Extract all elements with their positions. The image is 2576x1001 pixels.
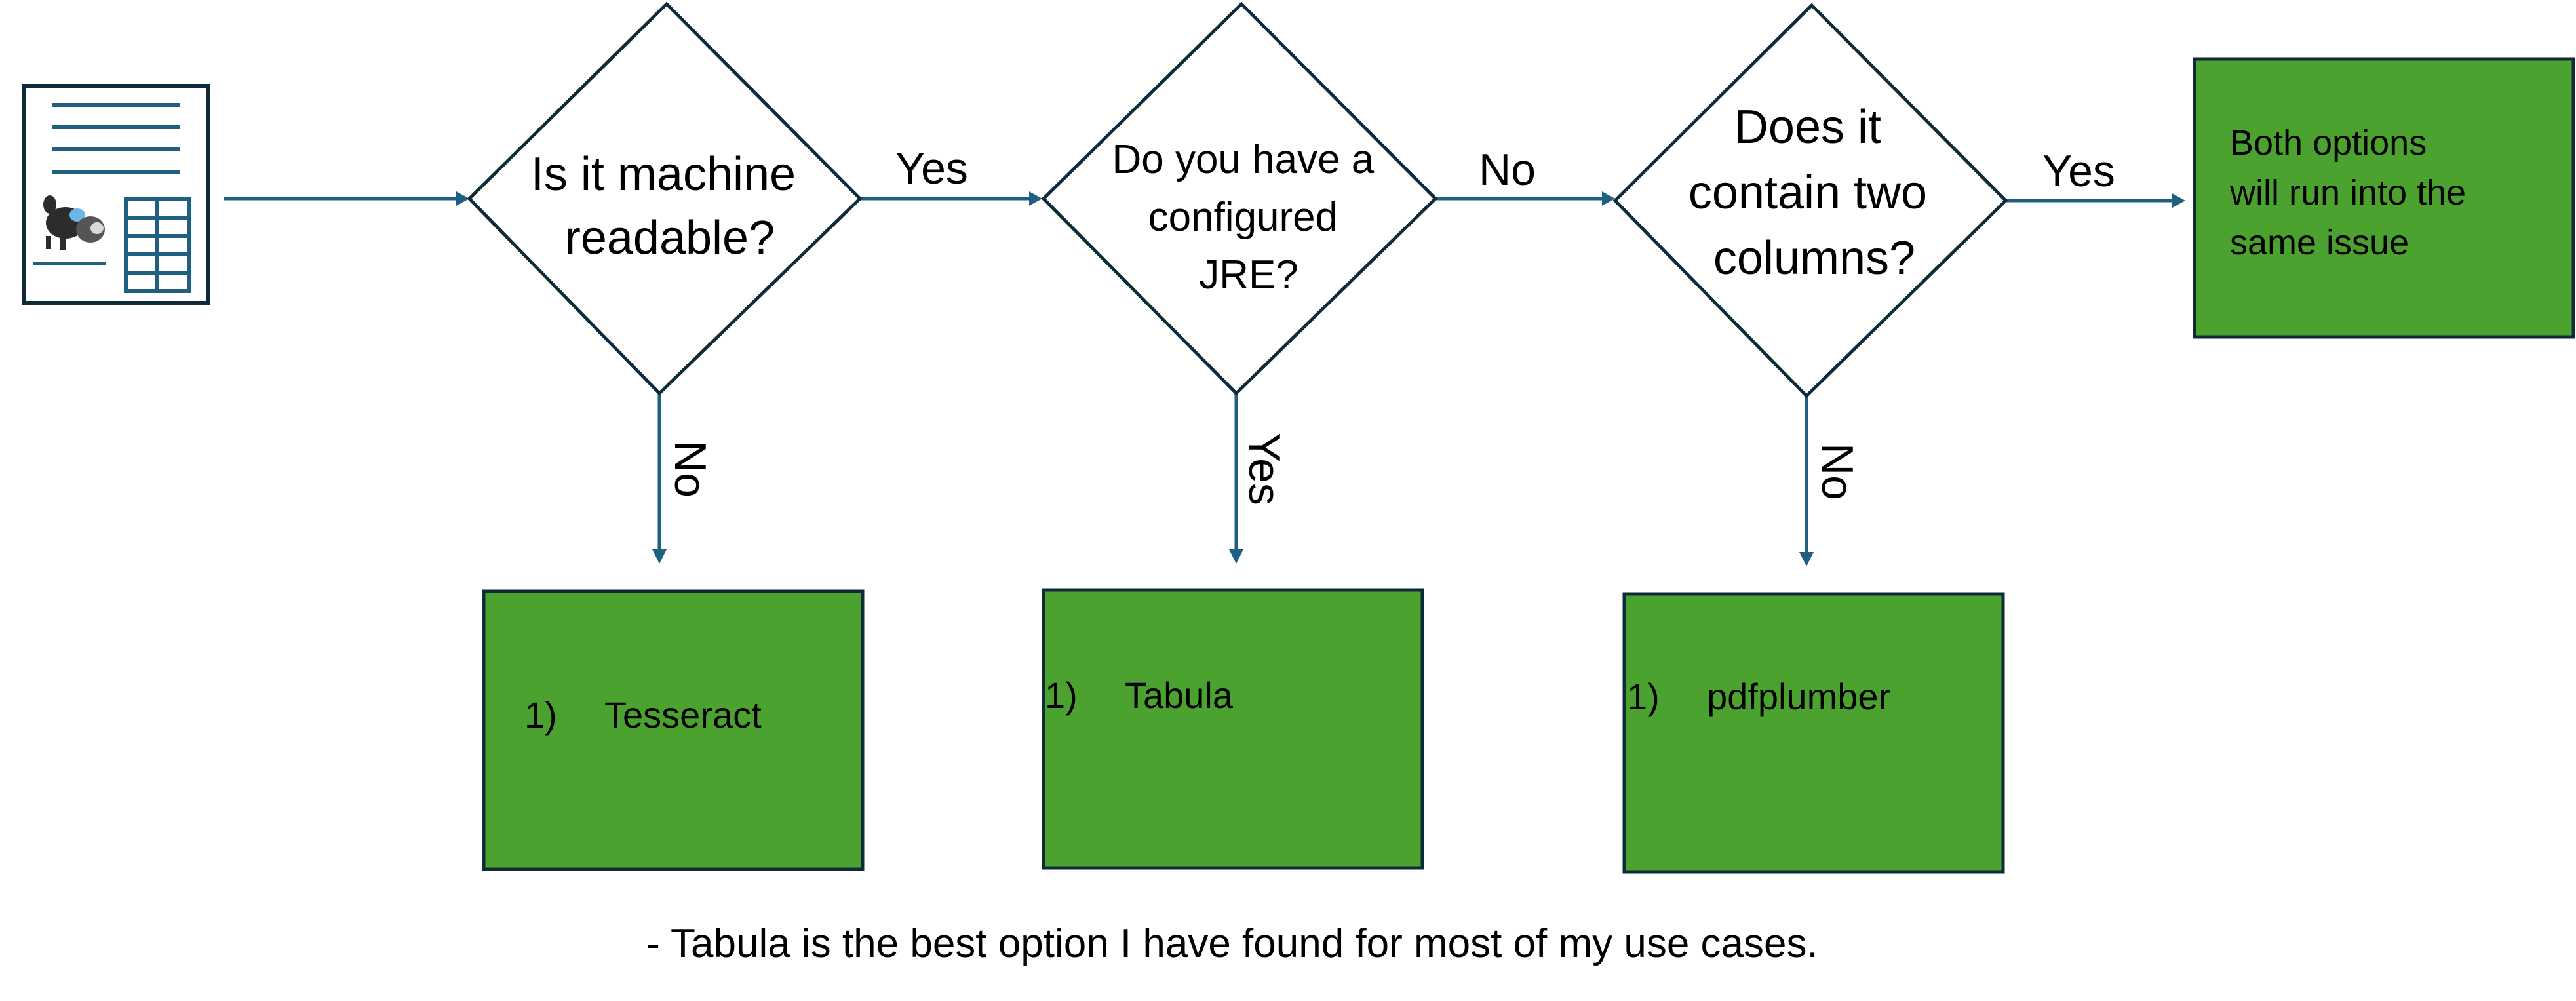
- edge-label-jre-no: No: [1479, 145, 1536, 195]
- result-pdfplumber-number: 1): [1627, 676, 1660, 717]
- decision-two-columns-line-1: Does it: [1734, 101, 1881, 153]
- edge-machine-readable-no: [652, 393, 667, 564]
- result-pdfplumber: 1) pdfplumber: [1622, 592, 2005, 874]
- svg-text:Does it contain two: Does it contain two columns?: [1688, 101, 1940, 285]
- document-with-text-and-table-icon: [22, 84, 210, 305]
- decision-two-columns-line-3: columns?: [1713, 232, 1915, 285]
- decision-two-columns: Does it contain two columns?: [1612, 3, 2008, 399]
- decision-two-columns-line-2: contain two: [1688, 167, 1927, 219]
- result-tesseract-number: 1): [524, 694, 557, 736]
- edge-label-two-columns-no: No: [1812, 443, 1862, 500]
- decision-configured-jre-line-3: JRE?: [1199, 252, 1298, 298]
- result-pdfplumber-label: pdfplumber: [1707, 676, 1890, 717]
- result-tabula: 1) Tabula: [1042, 588, 1424, 870]
- edge-label-two-columns-yes: Yes: [2042, 146, 2115, 196]
- edge-jre-yes: [1229, 393, 1243, 564]
- edge-machine-readable-yes: [859, 191, 1042, 206]
- svg-text:Do you have a configured: Do you have a configured JRE?: [1112, 137, 1385, 298]
- edge-label-machine-readable-no: No: [665, 441, 715, 498]
- result-both-options-line-3: same issue: [2230, 223, 2409, 262]
- footnote: - Tabula is the best option I have found…: [646, 921, 1818, 966]
- decision-configured-jre: Do you have a configured JRE?: [1041, 1, 1438, 396]
- decision-configured-jre-line-2: configured: [1148, 195, 1338, 240]
- edge-label-jre-yes: Yes: [1239, 433, 1289, 505]
- edge-two-columns-yes: [2006, 193, 2185, 208]
- result-tesseract: 1) Tesseract: [482, 589, 865, 871]
- result-tesseract-label: Tesseract: [604, 694, 762, 736]
- edge-jre-no: [1435, 191, 1615, 206]
- result-tabula-number: 1): [1045, 675, 1078, 716]
- result-both-options-line-2: will run into the: [2229, 173, 2466, 212]
- decision-machine-readable: Is it machine readable?: [467, 1, 863, 396]
- decision-machine-readable-line-1: Is it machine: [531, 148, 796, 201]
- animal-sketch-icon: [43, 195, 105, 250]
- decision-machine-readable-line-2: readable?: [565, 212, 775, 264]
- edge-document-to-machine-readable: [224, 191, 469, 206]
- edge-label-machine-readable-yes: Yes: [895, 144, 968, 193]
- svg-text:Both options will run in: Both options will run into the same issu…: [2229, 123, 2476, 262]
- svg-text:Is it machine readable?: Is it machine readable?: [531, 148, 809, 264]
- decision-configured-jre-line-1: Do you have a: [1112, 137, 1374, 182]
- result-both-options-line-1: Both options: [2230, 123, 2427, 163]
- table-icon: [124, 197, 191, 293]
- result-tabula-label: Tabula: [1125, 675, 1234, 716]
- result-both-options: Both options will run into the same issu…: [2193, 57, 2575, 339]
- edge-two-columns-no: [1799, 396, 1814, 566]
